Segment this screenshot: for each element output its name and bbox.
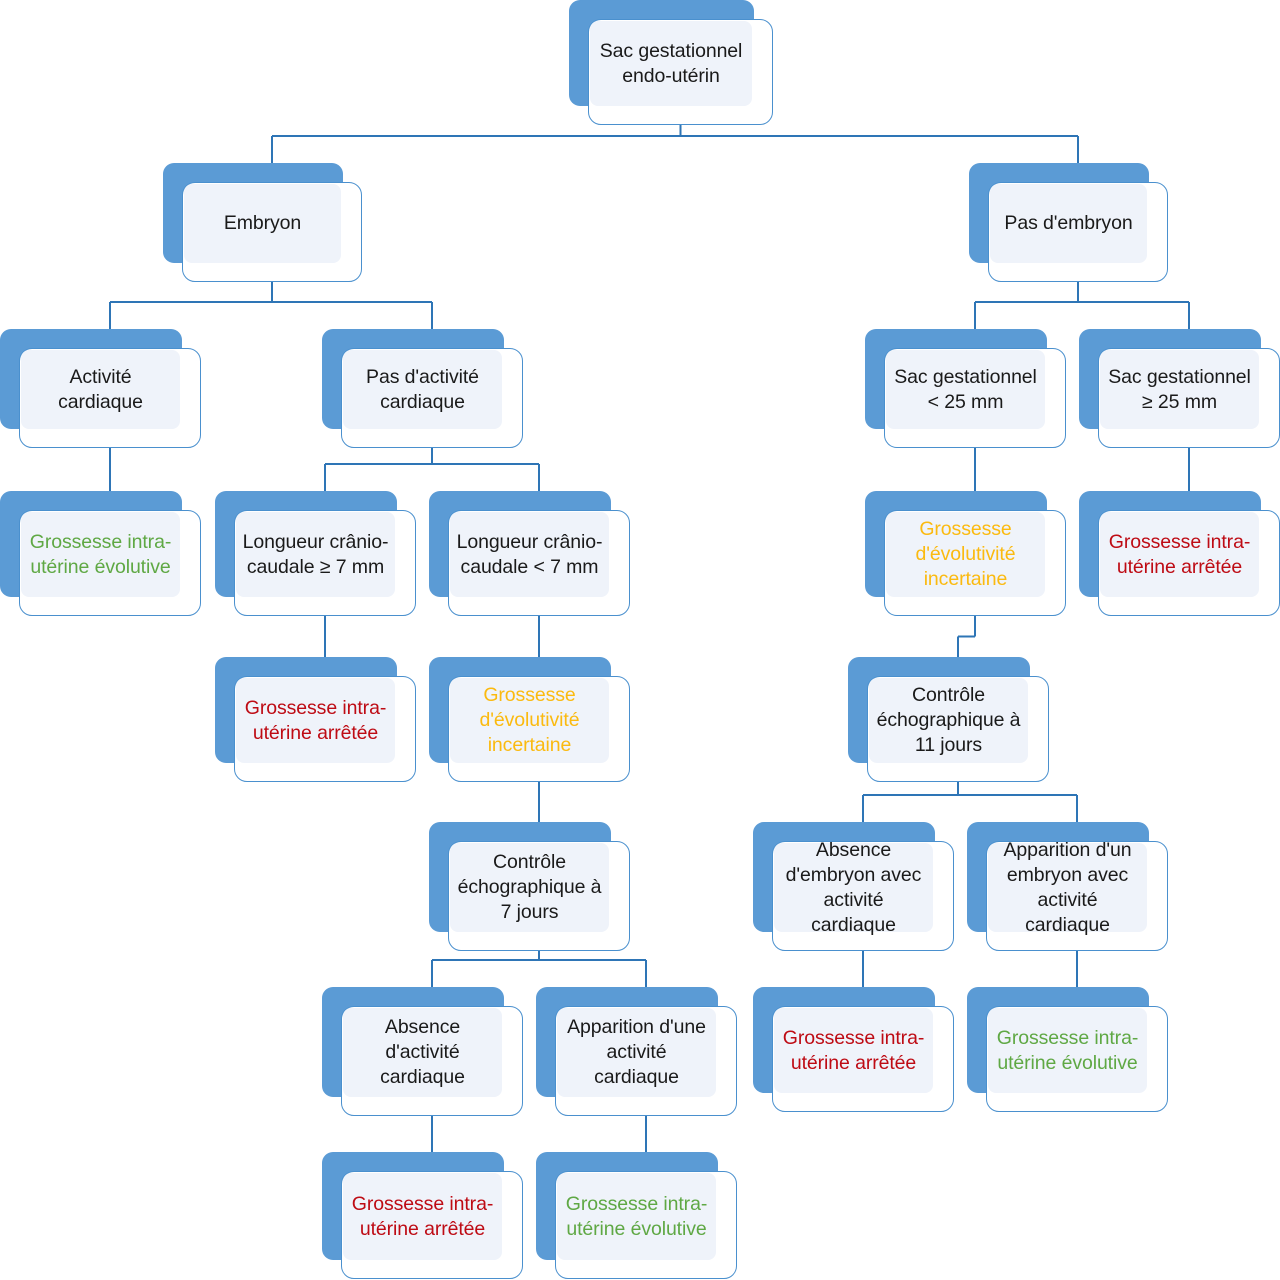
node-inner-fill: [990, 184, 1147, 263]
node-label: Grossesse intra- utérine arrêtée: [1108, 530, 1251, 578]
node-inner-fill: [343, 350, 502, 429]
node-label: Grossesse d'évolutivité incertaine: [479, 684, 580, 756]
node-label: Grossesse intra- utérine arrêtée: [244, 696, 387, 744]
node-label: Pas d'activité cardiaque: [366, 365, 479, 413]
node-label: Sac gestationnel < 25 mm: [894, 365, 1037, 413]
flow-node[interactable]: Grossesse intra- utérine évolutive: [967, 987, 1168, 1112]
node-inner-fill: [1100, 350, 1259, 429]
node-label: Grossesse intra- utérine arrêtée: [782, 1026, 925, 1074]
flow-node[interactable]: Longueur crânio- caudale ≥ 7 mm: [215, 491, 416, 616]
node-inner-fill: [343, 1173, 502, 1260]
node-label: Contrôle échographique à 7 jours: [457, 851, 602, 923]
flow-node[interactable]: Apparition d'une activité cardiaque: [536, 987, 737, 1116]
node-inner-fill: [557, 1008, 716, 1097]
flow-node[interactable]: Contrôle échographique à 7 jours: [429, 822, 630, 951]
flow-node[interactable]: Sac gestationnel < 25 mm: [865, 329, 1066, 448]
node-label: Grossesse d'évolutivité incertaine: [915, 518, 1016, 590]
flow-node[interactable]: Sac gestationnel endo-utérin: [569, 0, 773, 125]
node-label: Longueur crânio- caudale ≥ 7 mm: [242, 530, 389, 578]
node-label: Apparition d'une activité cardiaque: [567, 1016, 706, 1088]
flow-node[interactable]: Sac gestationnel ≥ 25 mm: [1079, 329, 1280, 448]
node-label: Absence d'embryon avec activité cardiaqu…: [785, 838, 922, 936]
node-inner-fill: [236, 678, 395, 763]
node-inner-fill: [450, 678, 609, 763]
node-label: Embryon: [223, 212, 302, 234]
node-inner-fill: [450, 512, 609, 597]
flow-node[interactable]: Apparition d'un embryon avec activité ca…: [967, 822, 1168, 951]
node-label: Longueur crânio- caudale < 7 mm: [456, 530, 603, 578]
flow-node[interactable]: Grossesse intra- utérine arrêtée: [1079, 491, 1280, 616]
node-inner-fill: [988, 843, 1147, 932]
flow-node[interactable]: Grossesse intra- utérine arrêtée: [322, 1152, 523, 1279]
node-inner-fill: [184, 184, 341, 263]
node-label: Absence d'activité cardiaque: [380, 1016, 465, 1088]
node-inner-fill: [343, 1008, 502, 1097]
flow-node[interactable]: Grossesse intra- utérine évolutive: [0, 491, 201, 616]
flow-node[interactable]: Embryon: [163, 163, 362, 282]
node-inner-fill: [988, 1008, 1147, 1093]
node-label: Grossesse intra- utérine évolutive: [565, 1192, 708, 1240]
flow-node[interactable]: Pas d'embryon: [969, 163, 1168, 282]
node-inner-fill: [21, 512, 180, 597]
node-label: Sac gestationnel ≥ 25 mm: [1108, 365, 1251, 413]
flow-node[interactable]: Grossesse d'évolutivité incertaine: [429, 657, 630, 782]
flow-node[interactable]: Grossesse intra- utérine évolutive: [536, 1152, 737, 1279]
node-inner-fill: [236, 512, 395, 597]
flow-node[interactable]: Grossesse d'évolutivité incertaine: [865, 491, 1066, 616]
node-label: Grossesse intra- utérine évolutive: [996, 1026, 1139, 1074]
node-label: Pas d'embryon: [1004, 212, 1133, 234]
flow-node[interactable]: Longueur crânio- caudale < 7 mm: [429, 491, 630, 616]
node-inner-fill: [1100, 512, 1259, 597]
node-inner-fill: [21, 350, 180, 429]
node-label: Apparition d'un embryon avec activité ca…: [1003, 838, 1132, 936]
node-label: Sac gestationnel endo-utérin: [599, 39, 743, 87]
flow-node[interactable]: Activité cardiaque: [0, 329, 201, 448]
flow-node[interactable]: Pas d'activité cardiaque: [322, 329, 523, 448]
node-inner-fill: [774, 843, 933, 932]
flow-node[interactable]: Absence d'embryon avec activité cardiaqu…: [753, 822, 954, 951]
node-label: Contrôle échographique à 11 jours: [876, 684, 1021, 756]
flow-node[interactable]: Absence d'activité cardiaque: [322, 987, 523, 1116]
node-inner-fill: [774, 1008, 933, 1093]
node-inner-fill: [886, 350, 1045, 429]
flow-node[interactable]: Grossesse intra- utérine arrêtée: [753, 987, 954, 1112]
node-label: Grossesse intra- utérine évolutive: [29, 530, 172, 578]
flow-node[interactable]: Contrôle échographique à 11 jours: [848, 657, 1049, 782]
node-inner-fill: [557, 1173, 716, 1260]
flow-node[interactable]: Grossesse intra- utérine arrêtée: [215, 657, 416, 782]
node-inner-fill: [450, 843, 609, 932]
node-inner-fill: [886, 512, 1045, 597]
node-label: Grossesse intra- utérine arrêtée: [351, 1192, 494, 1240]
node-label: Activité cardiaque: [58, 365, 143, 413]
node-inner-fill: [590, 21, 752, 106]
node-inner-fill: [869, 678, 1028, 763]
